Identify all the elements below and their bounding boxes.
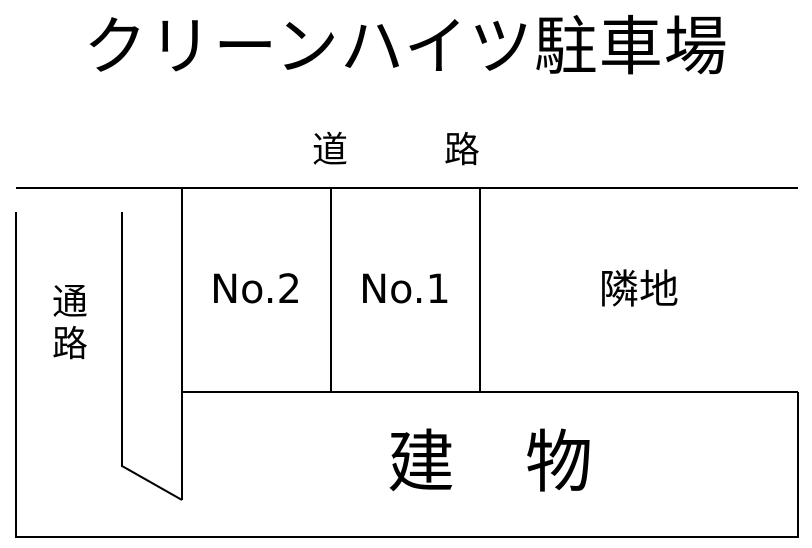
passage-inner-edge	[121, 212, 183, 501]
neighbor-lot-label: 隣地	[599, 267, 679, 313]
parking-space-no2: No.2	[210, 267, 302, 313]
parking-space-no1: No.1	[359, 267, 451, 313]
road-label: 道 路	[312, 130, 511, 171]
site-outline	[15, 212, 799, 538]
passage-label: 通路	[51, 282, 88, 365]
building-label: 建物	[386, 424, 663, 503]
page-title: クリーンハイツ駐車場	[83, 11, 729, 85]
